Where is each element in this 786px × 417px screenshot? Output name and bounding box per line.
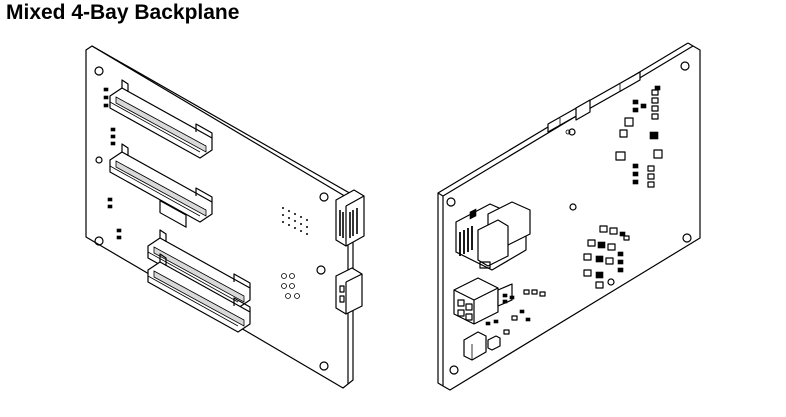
rear-minisas-connector bbox=[455, 201, 531, 271]
front-rear-sas-connector bbox=[335, 189, 365, 247]
drive-connector-2 bbox=[109, 143, 213, 223]
front-via-grid bbox=[282, 207, 308, 235]
rear-board-edge bbox=[437, 192, 444, 387]
rear-chip-cluster-top bbox=[565, 85, 663, 188]
rear-chip-cluster-middle bbox=[583, 225, 630, 289]
rear-top-connector-strip bbox=[547, 71, 641, 133]
rear-small-parts-lower bbox=[485, 289, 546, 335]
front-rear-power-connector bbox=[335, 267, 363, 315]
front-mounting-holes bbox=[94, 66, 329, 371]
front-board-top-edge bbox=[91, 45, 354, 196]
rear-mounting-holes bbox=[446, 61, 692, 375]
drive-connector-3 bbox=[147, 229, 251, 309]
backplane-front-view bbox=[85, 45, 365, 389]
drive-connector-4 bbox=[147, 253, 251, 333]
rear-power-connector bbox=[453, 277, 513, 325]
page-title: Mixed 4-Bay Backplane bbox=[6, 1, 240, 24]
drive-connector-1 bbox=[109, 79, 213, 228]
backplane-rear-view bbox=[437, 42, 701, 391]
front-small-components bbox=[103, 87, 300, 299]
rear-small-connector bbox=[463, 331, 501, 361]
